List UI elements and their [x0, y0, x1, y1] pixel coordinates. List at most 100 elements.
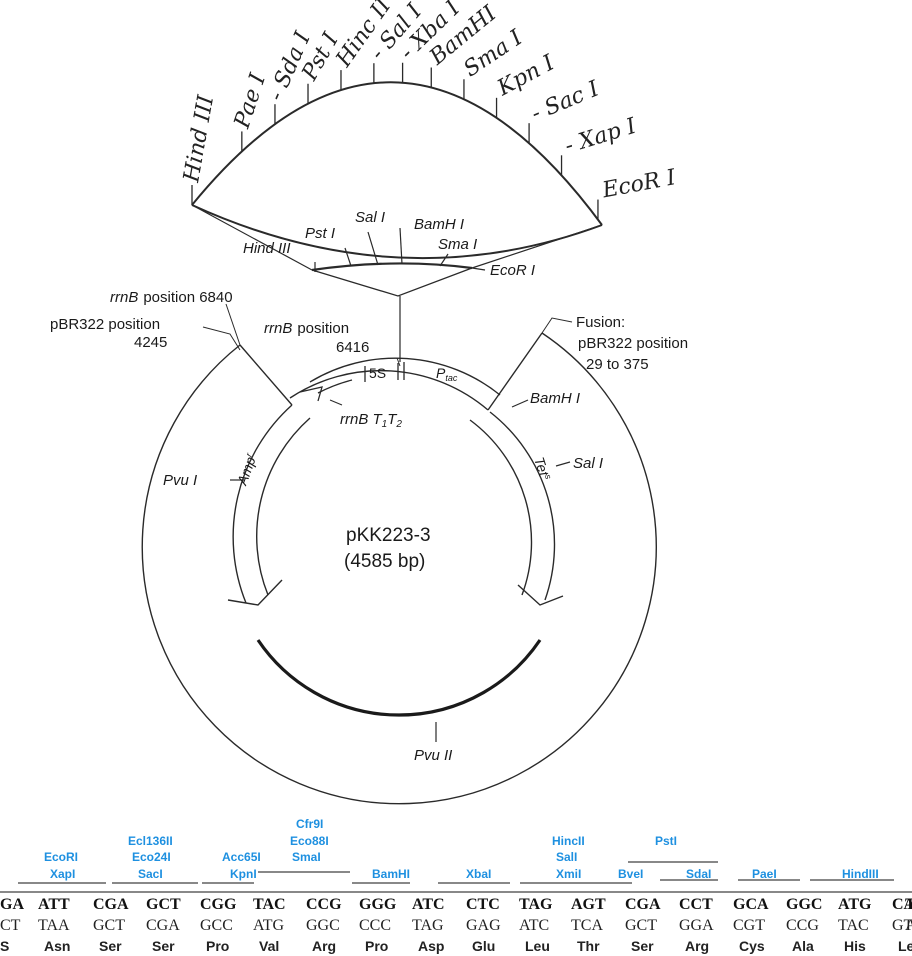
enzyme-label: Acc65I	[222, 850, 261, 864]
amp-arrow-head	[227, 579, 283, 606]
enzyme-label: Ecl136II	[128, 834, 173, 848]
amp-label: Ampr	[233, 451, 260, 488]
mcs-tick-sal	[367, 231, 379, 266]
enzyme-underlines	[18, 861, 894, 884]
top-codon: CGG	[200, 896, 237, 913]
enzyme-label: Eco88I	[290, 834, 329, 848]
zoom-lines	[191, 204, 603, 271]
top-codon: GGC	[786, 896, 822, 913]
amino-acid: Ser	[631, 938, 654, 954]
plasmid-outer-circle	[141, 332, 657, 805]
polylinker-site-label: Pae I	[229, 69, 271, 132]
mcs-tick-eco	[471, 267, 486, 271]
bottom-codon: GAG	[466, 917, 501, 934]
rrnb6840-label-b: position 6840	[143, 289, 232, 306]
rrnb6416-label-a: rrnB	[264, 320, 292, 337]
amino-acid: Ser	[99, 938, 122, 954]
bottom-codon: TAC	[838, 917, 869, 934]
zoom-line-right	[471, 224, 603, 269]
top-codon: GCT	[146, 896, 181, 913]
pbr4245-label-a: pBR322 position	[50, 316, 160, 333]
rrnb6840-label: rrnB position 6840	[110, 289, 233, 306]
top-codon: TAG	[519, 896, 553, 913]
top-codon: GA	[0, 896, 24, 913]
amino-acid: Glu	[472, 938, 495, 954]
amino-acid: Val	[259, 938, 279, 954]
enzyme-label: SmaI	[292, 850, 321, 864]
bottom-codon: TAA	[38, 917, 70, 934]
enzyme-label: KpnI	[230, 867, 257, 881]
bottom-codon: GCT	[93, 917, 125, 934]
rrnb6840-label-a: rrnB	[110, 289, 138, 306]
ori-region-arc	[256, 639, 542, 717]
mcs-label-hind: Hind III	[243, 240, 291, 257]
top-codon: GGG	[359, 896, 397, 913]
bottom-codon: ATG	[253, 917, 285, 934]
polylinker-site-label: Hind III	[179, 92, 219, 185]
terminator-t2-main: T	[387, 411, 398, 428]
rrnb6416-label-c: 6416	[336, 339, 369, 356]
mcs-label-sal: Sal I	[355, 209, 385, 226]
bottom-codon: GTT	[892, 917, 912, 934]
fusion-label-b: pBR322 position	[578, 335, 688, 352]
mcs-lens-bottom	[311, 267, 473, 297]
ss-label: 5S	[369, 365, 386, 381]
mcs-tick-bam	[399, 227, 403, 265]
enzyme-label: XapI	[50, 867, 75, 881]
tet-arrow-inner	[469, 419, 533, 596]
enzyme-label: Cfr9I	[296, 817, 323, 831]
amino-acid: Ser	[152, 938, 175, 954]
mcs-lens-top	[311, 262, 473, 272]
terminator-t1: 1	[382, 419, 388, 430]
bamh-ring-tick	[511, 399, 529, 408]
top-codon: TAC	[253, 896, 286, 913]
pvu2-label: Pvu II	[414, 747, 452, 764]
zoom-line-left	[191, 204, 313, 271]
enzyme-label: BamHI	[372, 867, 410, 881]
mcs-tick-sma	[439, 253, 449, 267]
bottom-codon: A	[905, 917, 912, 934]
amino-acid: Thr	[577, 938, 600, 954]
amino-acid: S	[0, 938, 9, 954]
fusion-pointer	[541, 317, 573, 334]
fusion-label-c: 29 to 375	[586, 356, 649, 373]
amp-arrow-outer	[232, 404, 293, 604]
bottom-codon: TCA	[571, 917, 603, 934]
mcs-label-sma: Sma I	[438, 236, 477, 253]
amino-acid: Arg	[685, 938, 709, 954]
enzyme-label: HindIII	[842, 867, 879, 881]
bamh-ring-label: BamH I	[530, 390, 580, 407]
top-codon: CCG	[306, 896, 342, 913]
inner-band-top-inner	[289, 369, 489, 411]
amp-label-sup: r	[244, 451, 255, 458]
polylinker-site-label: - Xap I	[562, 113, 640, 159]
terminator-label-main: rrnB T	[340, 411, 384, 428]
bottom-codon: GCT	[625, 917, 657, 934]
top-codon: T	[905, 896, 912, 913]
polylinker-site-label: EcoR I	[599, 165, 679, 204]
amino-acid: Pro	[206, 938, 229, 954]
amino-acid: Asn	[44, 938, 70, 954]
amp-arrow-inner	[256, 417, 311, 596]
ptac-label-main: P	[436, 365, 446, 381]
enzyme-label: EcoRI	[44, 850, 78, 864]
amino-acid: Leu	[525, 938, 550, 954]
amino-acid: His	[844, 938, 866, 954]
terminator-t2-sub: 2	[395, 419, 402, 430]
terminator-label: rrnB T1T2	[340, 411, 402, 430]
polylinker-site-ticks	[191, 62, 599, 220]
bottom-codon: GCC	[200, 917, 233, 934]
pbr4245-pointer	[202, 326, 241, 351]
tet-label-main: Tet	[531, 455, 552, 479]
bottom-codon: CCC	[359, 917, 391, 934]
plasmid-name: pKK223-3	[346, 525, 431, 546]
top-codon: ATT	[38, 896, 70, 913]
top-codon: ATG	[838, 896, 872, 913]
